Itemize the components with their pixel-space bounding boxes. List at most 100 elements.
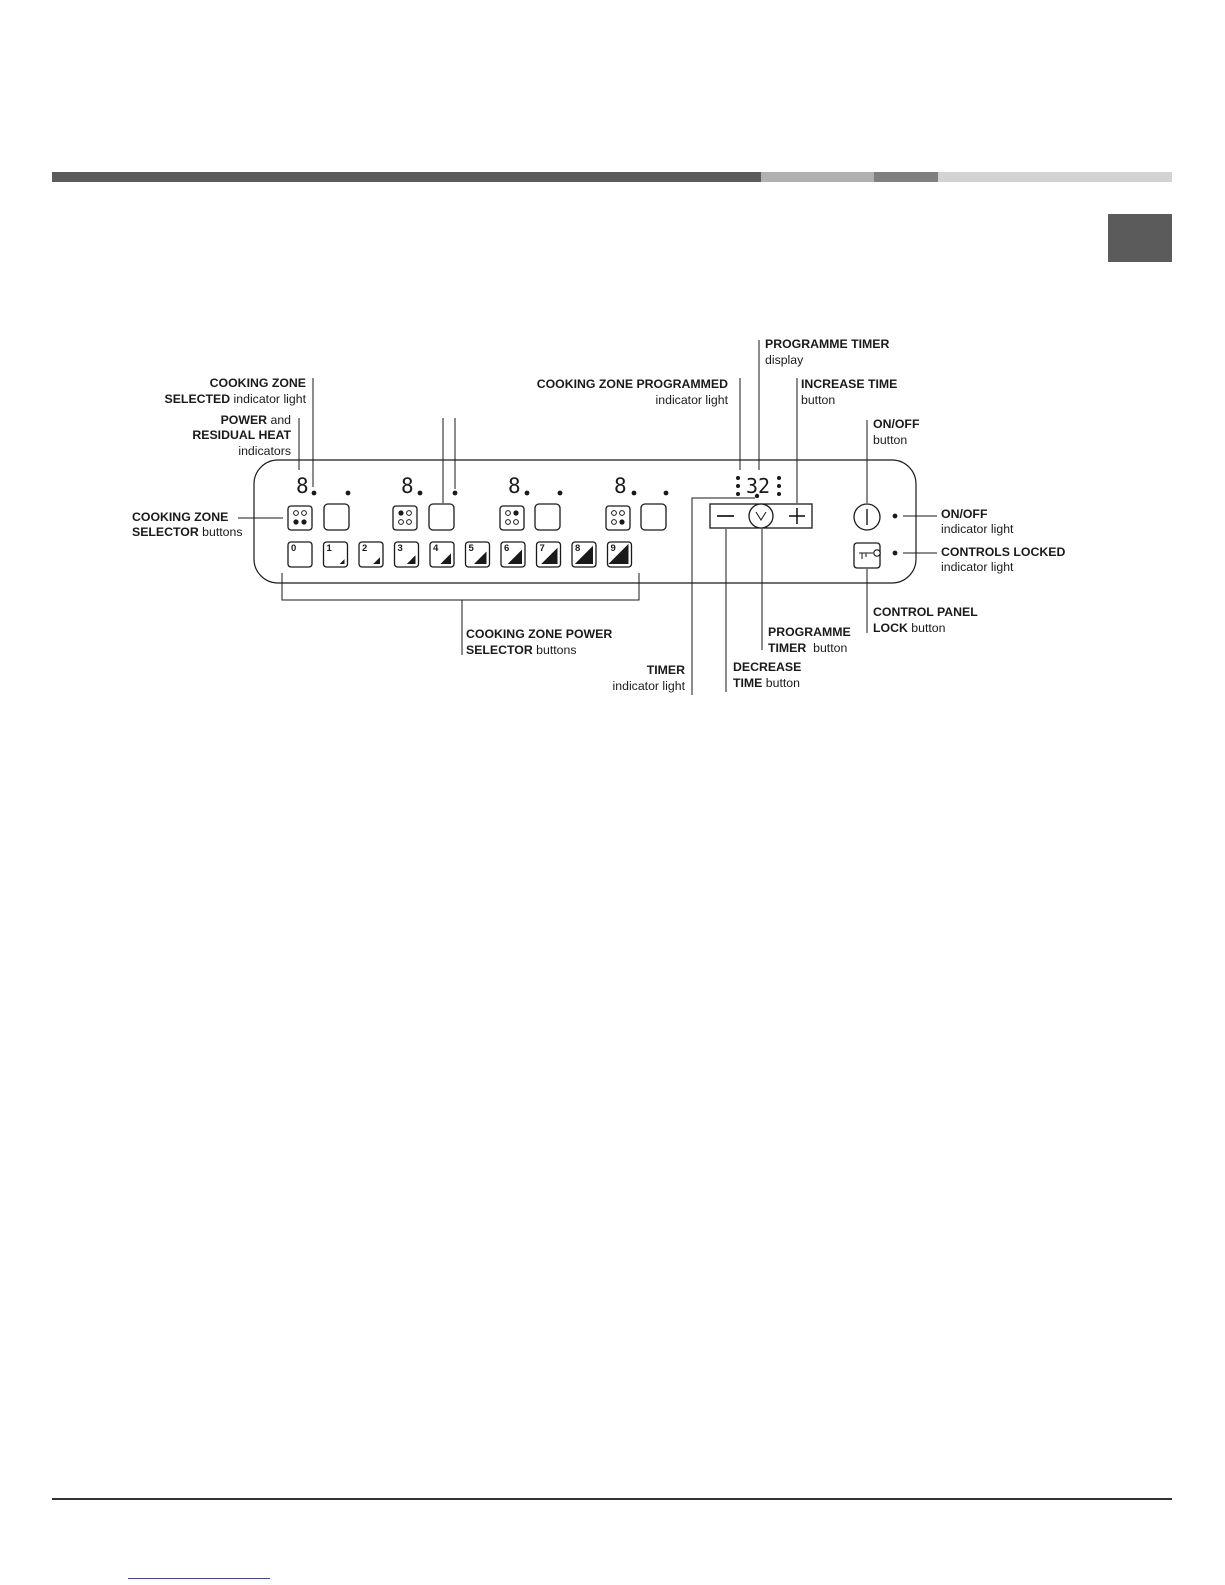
power-level-number: 0 — [291, 543, 296, 554]
programme-timer-button-label: PROGRAMME — [768, 625, 851, 639]
zone-1-selector-button[interactable] — [287, 505, 313, 531]
zone-3-selected-light — [557, 490, 563, 496]
power-label: POWER and — [221, 413, 292, 427]
zone-2-selected-light — [452, 490, 458, 496]
power-level-button-2[interactable]: 2 — [358, 541, 384, 568]
cooking-zone-selector-label: COOKING ZONE — [132, 510, 228, 524]
power-level-button-5[interactable]: 5 — [464, 541, 491, 568]
power-button-frame[interactable] — [287, 541, 313, 568]
decrease-time-label: DECREASE — [733, 660, 801, 674]
controls-locked-sub: indicator light — [941, 560, 1014, 574]
zone-selector-row — [287, 503, 667, 531]
increase-time-button[interactable] — [775, 504, 812, 528]
section-tab — [1108, 214, 1172, 262]
power-level-button-9[interactable]: 9 — [606, 541, 633, 568]
timer-colon-dot — [777, 476, 781, 480]
header-bar-segment — [52, 172, 761, 182]
control-panel-lock-label-2: LOCK button — [873, 621, 946, 635]
header-color-bar — [52, 172, 1172, 182]
zone-dot-icon — [293, 510, 299, 516]
residual-heat-label: RESIDUAL HEAT — [192, 428, 291, 442]
power-level-button-4[interactable]: 4 — [429, 541, 455, 568]
power-level-button-0[interactable]: 0 — [287, 541, 313, 568]
on-off-indicator-light — [892, 513, 898, 519]
zone-1-square-button[interactable] — [323, 503, 350, 531]
zone-dot-icon — [293, 519, 299, 525]
indicators-label: indicators — [238, 444, 291, 458]
power-level-button-1[interactable]: 1 — [322, 541, 349, 568]
timer-colon-dot — [777, 484, 781, 488]
zone-4-square-button[interactable] — [640, 503, 667, 531]
zone-dot-icon — [611, 510, 617, 516]
increase-time-sub: button — [801, 393, 835, 407]
power-selector-label: COOKING ZONE POWER — [466, 627, 612, 641]
power-level-triangle-icon — [541, 547, 558, 564]
programme-timer-display: 32 — [746, 474, 770, 498]
power-level-triangle-icon — [339, 559, 345, 564]
timer-light-label: TIMER — [647, 663, 685, 677]
zone-4-decimal-dot — [631, 490, 637, 496]
zone-dot-icon — [406, 510, 412, 516]
zone-dot-icon — [513, 519, 519, 525]
programme-timer-display-sub: display — [765, 353, 804, 367]
header-bar-segment — [874, 172, 938, 182]
power-level-button-7[interactable]: 7 — [535, 541, 562, 568]
power-level-triangle-icon — [507, 549, 522, 564]
cooking-zone-programmed-sub: indicator light — [656, 393, 729, 407]
timer-light-sub: indicator light — [613, 679, 686, 693]
increase-time-label: INCREASE TIME — [801, 377, 897, 391]
labels: COOKING ZONE SELECTED indicator light PO… — [132, 337, 1065, 693]
cooking-zone-selected-label: COOKING ZONE — [210, 376, 306, 390]
zone-2-decimal-dot — [417, 490, 423, 496]
leader-lines — [238, 340, 937, 695]
key-icon — [859, 552, 873, 559]
power-level-button-8[interactable]: 8 — [571, 541, 597, 568]
cooking-zone-selected-label-2: SELECTED indicator light — [165, 392, 307, 406]
chevron-down-icon — [755, 511, 767, 521]
power-level-triangle-icon — [440, 553, 451, 564]
zone-3-square-button[interactable] — [534, 503, 561, 531]
zone-3-power-display: 8 — [508, 474, 521, 498]
zone-1-power-display: 8 — [296, 474, 309, 498]
power-level-button-6[interactable]: 6 — [500, 541, 526, 568]
cooking-zone-programmed-label: COOKING ZONE PROGRAMMED — [537, 377, 728, 391]
programme-timer-button[interactable] — [748, 503, 774, 529]
leader-bracket — [281, 573, 640, 601]
footer-link-underline — [128, 1578, 270, 1579]
programme-timer-display-label: PROGRAMME TIMER — [765, 337, 889, 351]
power-lock-section — [853, 503, 898, 569]
zone-4-selected-light — [663, 490, 669, 496]
power-level-number: 1 — [327, 543, 333, 554]
footer-rule — [52, 1498, 1172, 1500]
timer-colon-dot — [777, 492, 781, 496]
power-level-number: 6 — [504, 543, 509, 554]
power-button-frame[interactable] — [322, 541, 349, 568]
timer-indicator-light — [754, 493, 760, 499]
control-panel-lock-button[interactable] — [853, 542, 881, 569]
timer-colon-dot — [736, 476, 740, 480]
power-level-number: 7 — [540, 543, 545, 554]
on-off-light-sub: indicator light — [941, 522, 1014, 536]
zone-dot-icon — [505, 519, 511, 525]
zone-2-square-button[interactable] — [428, 503, 455, 531]
power-level-triangle-icon — [574, 545, 593, 564]
zone-1-decimal-dot — [311, 490, 317, 496]
on-off-button-label: ON/OFF — [873, 417, 920, 431]
zone-4-selector-button[interactable] — [605, 505, 631, 531]
decrease-time-button[interactable] — [710, 504, 748, 528]
power-level-number: 5 — [469, 543, 475, 554]
header-bar-segment — [760, 172, 875, 182]
power-selector-label-2: SELECTOR buttons — [466, 643, 577, 657]
power-level-button-3[interactable]: 3 — [393, 541, 420, 568]
zone-3-selector-button[interactable] — [499, 505, 525, 531]
zone-3-decimal-dot — [524, 490, 530, 496]
cooking-zone-selector-label-2: SELECTOR buttons — [132, 525, 243, 539]
zone-dot-icon — [398, 510, 404, 516]
power-level-triangle-icon — [406, 555, 416, 564]
zone-dot-icon — [505, 510, 511, 516]
zone-4-power-display: 8 — [614, 474, 627, 498]
zone-2-selector-button[interactable] — [392, 505, 418, 531]
header-bar-segment — [937, 172, 1172, 182]
